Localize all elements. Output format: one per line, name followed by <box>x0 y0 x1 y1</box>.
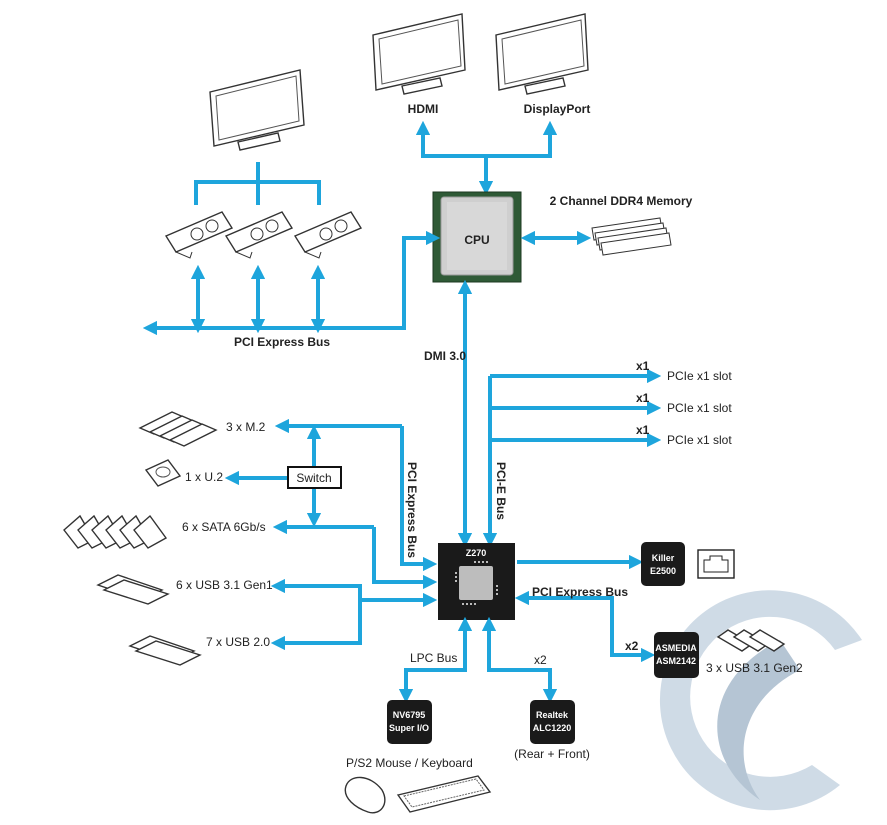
usb31-gen1-icon <box>96 574 170 605</box>
asmedia-lane-label: x2 <box>625 639 639 653</box>
display-connection <box>415 120 558 196</box>
audio-line1: Realtek <box>536 710 569 720</box>
graphics-card-icon-2 <box>224 211 294 259</box>
lan-line2: E2500 <box>650 566 676 576</box>
monitor-icon-displayport <box>495 13 589 95</box>
dmi-label: DMI 3.0 <box>424 349 466 363</box>
pcie-slot-label-3: PCIe x1 slot <box>667 433 732 447</box>
pcie-slot-label-2: PCIe x1 slot <box>667 401 732 415</box>
memory-label: 2 Channel DDR4 Memory <box>550 194 693 208</box>
asmedia-line2: ASM2142 <box>656 656 696 666</box>
pcie-bus-vertical-label: PCI-E Bus <box>494 462 508 520</box>
lpc-bus-label: LPC Bus <box>410 651 457 665</box>
u2-label: 1 x U.2 <box>185 470 223 484</box>
keyboard-icon <box>396 775 492 813</box>
realtek-audio-chip: Realtek ALC1220 <box>530 700 575 744</box>
storage-bus-label: PCI Express Bus <box>405 462 419 558</box>
m2-label: 3 x M.2 <box>226 420 266 434</box>
watermark-logo <box>659 590 862 811</box>
cpu-package <box>432 191 522 283</box>
mouse-icon <box>344 776 386 814</box>
switch-label: Switch <box>296 471 331 485</box>
gpu-bus-label: PCI Express Bus <box>234 335 330 349</box>
lpc-connection <box>398 616 473 704</box>
pcie-slot-lane-1: x1 <box>636 359 650 373</box>
asmedia-chip: ASMEDIA ASM2142 <box>654 632 699 678</box>
usb20-icon <box>128 635 202 666</box>
usb20-label: 7 x USB 2.0 <box>206 635 270 649</box>
usb31-gen2-icon <box>716 629 786 652</box>
asmedia-bus-label: PCI Express Bus <box>532 585 628 599</box>
graphics-card-icon-1 <box>164 211 234 259</box>
lan-line1: Killer <box>652 553 675 563</box>
ddr4-memory-icon <box>591 217 672 256</box>
usb31-gen1-label: 6 x USB 3.1 Gen1 <box>176 578 273 592</box>
gpu-pcie-bus <box>142 230 441 336</box>
pcie-slot-connections <box>482 368 662 548</box>
asmedia-line1: ASMEDIA <box>655 643 697 653</box>
chipset-label: Z270 <box>466 548 487 558</box>
audio-note: (Rear + Front) <box>514 747 590 761</box>
cpu-label: CPU <box>464 233 489 247</box>
audio-connection <box>481 616 558 704</box>
m2-ssd-icon <box>138 411 218 447</box>
pcie-slot-lane-2: x1 <box>636 391 650 405</box>
graphics-card-icon-3 <box>293 211 363 259</box>
displayport-label: DisplayPort <box>524 102 591 116</box>
monitor-icon-gpu <box>209 69 305 151</box>
ps2-label: P/S2 Mouse / Keyboard <box>346 756 473 770</box>
z270-chipset <box>438 543 515 620</box>
hdmi-label: HDMI <box>408 102 439 116</box>
audio-lane-label: x2 <box>534 653 547 667</box>
pcie-slot-label-1: PCIe x1 slot <box>667 369 732 383</box>
monitor-icon-hdmi <box>372 13 466 95</box>
sata-drives-icon <box>63 514 168 549</box>
superio-line2: Super I/O <box>389 723 429 733</box>
switch-box: Switch <box>287 466 342 489</box>
usb31-gen2-label: 3 x USB 3.1 Gen2 <box>706 661 803 675</box>
pcie-slot-lane-3: x1 <box>636 423 650 437</box>
ethernet-port-icon <box>697 549 735 579</box>
sata-label: 6 x SATA 6Gb/s <box>182 520 266 534</box>
superio-chip: NV6795 Super I/O <box>387 700 432 744</box>
superio-line1: NV6795 <box>393 710 426 720</box>
gpu-monitor-connection <box>194 162 321 205</box>
audio-line2: ALC1220 <box>533 723 572 733</box>
u2-drive-icon <box>144 459 182 487</box>
asmedia-connection <box>514 590 656 663</box>
killer-lan-chip: Killer E2500 <box>641 542 685 586</box>
storage-connections <box>224 418 438 651</box>
